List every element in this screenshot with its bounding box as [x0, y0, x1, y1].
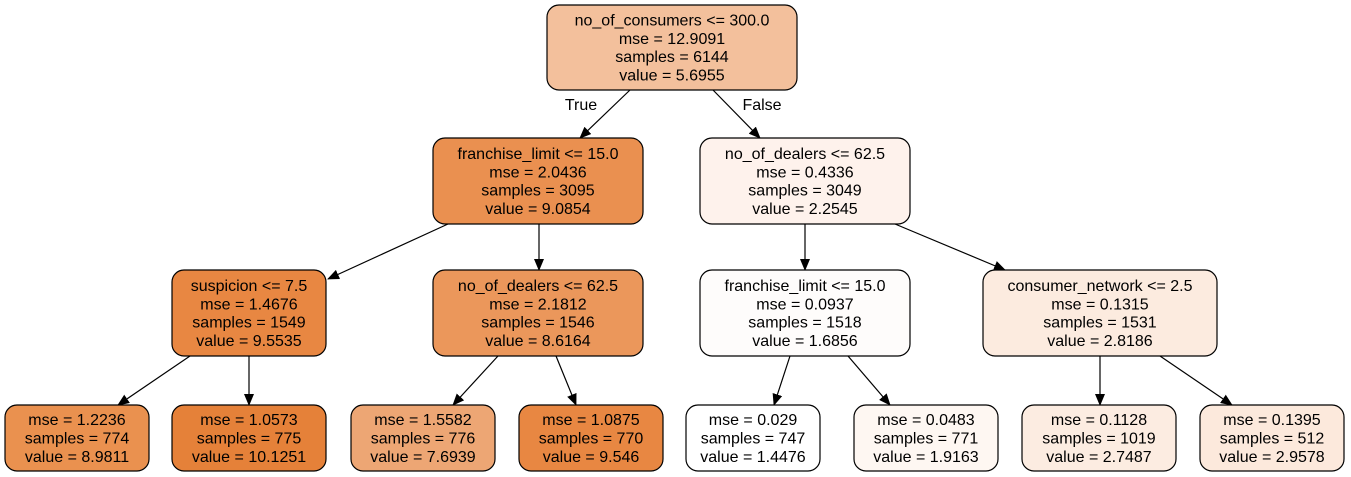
- node-text-line: value = 8.6164: [485, 333, 591, 350]
- node-text-line: franchise_limit <= 15.0: [458, 146, 619, 163]
- node-text-line: value = 1.4476: [700, 449, 806, 466]
- node-text-line: samples = 1549: [192, 315, 306, 332]
- node-text-line: samples = 512: [1220, 431, 1325, 448]
- edge-n4-n10: [555, 355, 577, 406]
- node-text-line: value = 1.9163: [873, 449, 979, 466]
- node-text-line: value = 1.6856: [752, 333, 858, 350]
- node-text-line: samples = 771: [874, 431, 979, 448]
- node-text-line: samples = 1019: [1042, 431, 1156, 448]
- node-text-line: value = 9.5535: [196, 333, 302, 350]
- edge-n2-n6: [894, 223, 1006, 271]
- node-text-line: samples = 1518: [748, 315, 862, 332]
- node-text-line: value = 2.8186: [1047, 333, 1153, 350]
- node-box: [699, 137, 911, 225]
- node-box: [432, 269, 644, 357]
- node-box: [1021, 404, 1177, 472]
- node-box: [1199, 404, 1345, 472]
- node-text-line: samples = 1546: [481, 315, 595, 332]
- node-text-line: mse = 1.2236: [28, 412, 126, 429]
- node-text-line: mse = 1.4676: [200, 296, 298, 313]
- node-text-line: no_of_dealers <= 62.5: [725, 146, 885, 163]
- node-text-line: mse = 1.5582: [374, 412, 472, 429]
- node-box: [171, 404, 327, 472]
- node-text-line: samples = 3049: [748, 183, 862, 200]
- node-text-line: value = 7.6939: [370, 449, 476, 466]
- node-box: [518, 404, 664, 472]
- node-text-line: consumer_network <= 2.5: [1008, 278, 1193, 295]
- node-text-line: mse = 2.1812: [489, 296, 587, 313]
- node-text-line: samples = 774: [25, 431, 130, 448]
- node-box: [699, 269, 911, 357]
- node-box: [432, 137, 644, 225]
- node-text-line: value = 9.546: [543, 449, 640, 466]
- node-text-line: suspicion <= 7.5: [191, 278, 308, 295]
- node-text-line: mse = 0.4336: [756, 164, 854, 181]
- node-text-line: mse = 0.1128: [1051, 412, 1147, 429]
- node-text-line: value = 9.0854: [485, 201, 591, 218]
- node-text-line: value = 2.9578: [1219, 449, 1325, 466]
- edge-n3-n7: [117, 355, 191, 406]
- node-box: [685, 404, 821, 472]
- node-text-line: mse = 1.0875: [542, 412, 640, 429]
- tree-node-n0: no_of_consumers <= 300.0 mse = 12.9091sam…: [546, 4, 798, 91]
- node-text-line: no_of_dealers <= 62.5: [458, 278, 618, 295]
- node-text-line: franchise_limit <= 15.0: [725, 278, 886, 295]
- node-text-line: mse = 0.0937: [756, 296, 854, 313]
- node-box: [350, 404, 496, 472]
- node-text-line: samples = 1531: [1043, 315, 1157, 332]
- node-box: [4, 404, 150, 472]
- node-box: [853, 404, 999, 472]
- edge-n0-n2: [712, 89, 761, 139]
- node-text-line: mse = 2.0436: [489, 164, 587, 181]
- node-text-line: value = 5.6955: [619, 68, 725, 85]
- node-text-line: value = 2.2545: [752, 201, 858, 218]
- node-text-line: samples = 3095: [481, 183, 595, 200]
- node-text-line: mse = 0.1315: [1051, 296, 1149, 313]
- edge-label-true: True: [565, 97, 597, 114]
- edge-n6-n14: [1159, 355, 1233, 406]
- edges-layer: True False: [117, 89, 1233, 406]
- node-text-line: samples = 770: [539, 431, 644, 448]
- node-text-line: samples = 747: [701, 431, 806, 448]
- node-text-line: mse = 0.0483: [877, 412, 975, 429]
- node-text-line: mse = 12.9091: [619, 31, 725, 48]
- node-box: [171, 269, 327, 357]
- node-text-line: value = 2.7487: [1046, 449, 1152, 466]
- edge-n1-n3: [327, 223, 449, 280]
- node-text-line: value = 10.1251: [192, 449, 306, 466]
- node-box: [546, 4, 798, 91]
- node-text-line: mse = 1.0573: [200, 412, 298, 429]
- node-text-line: samples = 6144: [615, 49, 729, 66]
- edge-label-false: False: [742, 97, 781, 114]
- node-text-line: samples = 776: [371, 431, 476, 448]
- node-text-line: mse = 0.029: [709, 412, 798, 429]
- node-text-line: value = 8.9811: [25, 449, 129, 466]
- node-box: [982, 269, 1218, 357]
- edge-n5-n12: [847, 355, 891, 406]
- edge-n5-n11: [772, 355, 791, 406]
- edge-n0-n1: [579, 89, 631, 139]
- node-text-line: samples = 775: [197, 431, 302, 448]
- node-text-line: mse = 0.1395: [1223, 412, 1321, 429]
- node-text-line: no_of_consumers <= 300.0: [575, 12, 770, 29]
- edge-n4-n9: [452, 355, 499, 406]
